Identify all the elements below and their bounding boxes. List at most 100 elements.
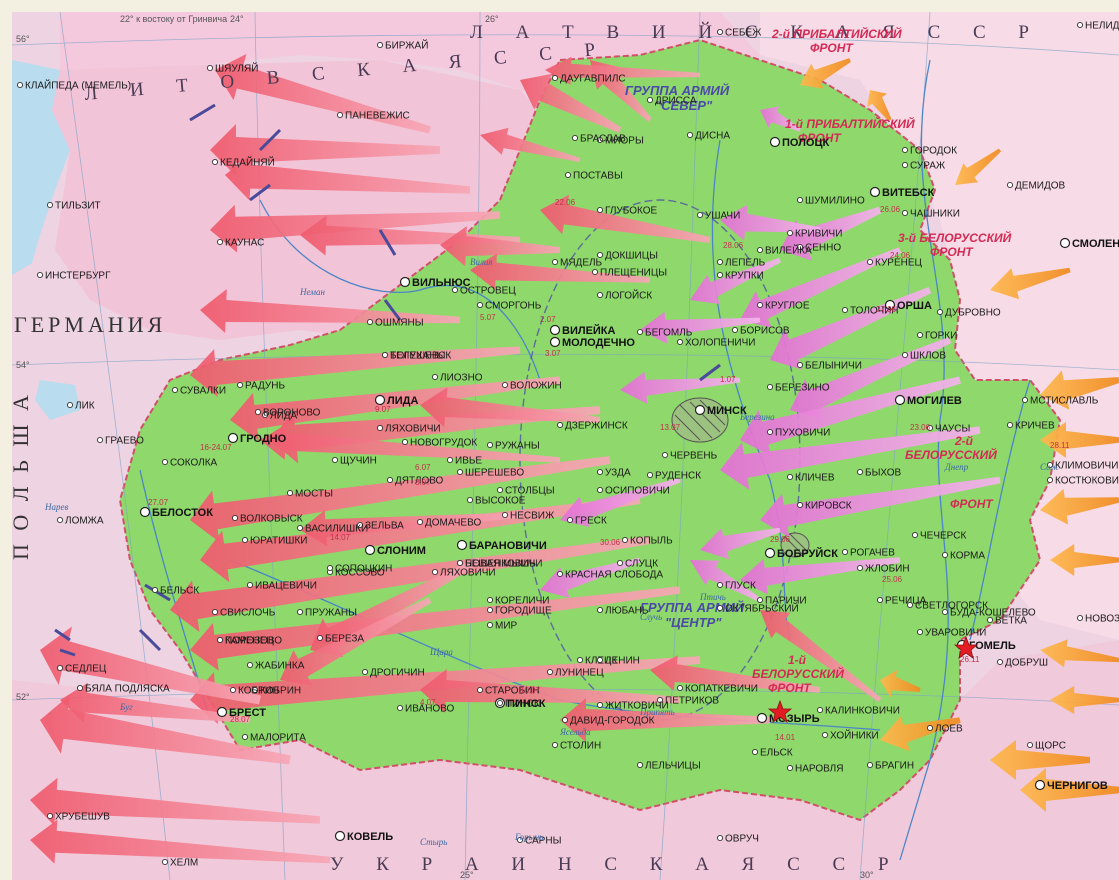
city-marker-minor [796, 243, 804, 251]
city-label: СУРАЖ [910, 161, 946, 172]
river-label: Березина [739, 412, 775, 422]
baltic-sea [12, 60, 70, 275]
army-group-north-label: ГРУППА АРМИЙ "СЕВЕР" [625, 82, 730, 113]
svg-text:1-й: 1-й [788, 653, 807, 667]
city-label: ГОРОДИЩЕ [495, 606, 552, 617]
city-marker-minor [841, 306, 849, 314]
city-label: ВОЛКОВЫСК [240, 514, 303, 525]
germany-poland-region [12, 250, 170, 680]
city-label-major: СЛОНИМ [377, 545, 426, 557]
city-marker [216, 706, 228, 718]
red-arrow [200, 289, 461, 333]
city-marker-minor [386, 476, 394, 484]
city-marker-minor [56, 516, 64, 524]
red-arrow [170, 536, 651, 632]
city-label: ОВРУЧ [725, 834, 759, 845]
minsk-pocket [671, 397, 729, 443]
city-marker-minor [676, 684, 684, 692]
city-marker-minor [596, 468, 604, 476]
city-label: БОГУШЕВСК [390, 351, 451, 362]
city-marker [1059, 237, 1071, 249]
city-label: МАЛОРИТА [250, 733, 306, 744]
liberation-date: 27.07 [148, 498, 169, 507]
city-label: КРУПКИ [725, 271, 764, 282]
city-marker-minor [496, 486, 504, 494]
city-marker-minor [254, 408, 262, 416]
city-label: ДРИССА [655, 96, 697, 107]
red-arrow [190, 586, 681, 671]
svg-text:1-й ПРИБАЛТИЙСКИЙ: 1-й ПРИБАЛТИЙСКИЙ [785, 115, 915, 131]
city-marker-minor [596, 136, 604, 144]
german-counterattack-arrows [54, 103, 721, 657]
city-label: ЛЕЛЬЧИЦЫ [645, 761, 701, 772]
svg-text:БЕЛОРУССКИЙ: БЕЛОРУССКИЙ [752, 665, 844, 681]
city-label: ХЕЛМ [170, 858, 198, 869]
city-label: ДЕМИДОВ [1015, 181, 1066, 192]
city-label: КОРМА [950, 551, 985, 562]
liberation-date: 28.06 [723, 241, 744, 250]
city-marker-minor [551, 74, 559, 82]
city-label: ВОРОНОВО [263, 408, 321, 419]
city-marker-minor [756, 301, 764, 309]
city-label: ПОРОЗОВО [225, 636, 282, 647]
city-label: МЯДЕЛЬ [560, 258, 603, 269]
city-marker-minor [331, 456, 339, 464]
blue-arrow [699, 363, 721, 382]
svg-text:ФРОНТ: ФРОНТ [950, 497, 994, 511]
red-arrow [260, 423, 561, 463]
orange-arrow [880, 716, 961, 752]
city-marker-minor [841, 548, 849, 556]
blue-arrow [138, 628, 162, 652]
city-marker [756, 712, 768, 724]
city-label: БЯЛА ПОДЛЯСКА [85, 684, 170, 695]
liberation-date: 13.07 [660, 423, 681, 432]
city-label: ШЯУЛЯЙ [215, 62, 258, 75]
city-marker-minor [716, 271, 724, 279]
river-label: Вилия [470, 257, 493, 267]
city-label: БЕРЕЗИНО [775, 383, 830, 394]
cities-layer: МИНСКВИТЕБСКМОГИЛЕВГОМЕЛЬБРЕСТПИНСКМОЗЫР… [16, 21, 1119, 869]
orange-arrow [1040, 639, 1119, 668]
city-label: БЕЛЬСК [160, 586, 199, 597]
city-label: ПИНСК [505, 699, 540, 710]
city-marker-minor [996, 658, 1004, 666]
city-label: КУРЕНЕЦ [875, 258, 923, 269]
city-marker-minor [336, 111, 344, 119]
city-label: НОВАЯ МЫШЬ [465, 559, 536, 570]
red-arrow [190, 456, 611, 543]
city-label: САРНЫ [525, 836, 562, 847]
city-label: ЧАШНИКИ [910, 209, 960, 220]
city-marker-minor [246, 581, 254, 589]
city-marker-minor [56, 664, 64, 672]
city-label: НЕЛИДОВО [1085, 21, 1119, 32]
city-marker-minor [901, 209, 909, 217]
city-label: КАУНАС [225, 238, 264, 249]
coord-left-54: 54° [16, 360, 30, 370]
orange-arrow [955, 148, 1002, 185]
svg-text:ГРУППА АРМИЙ: ГРУППА АРМИЙ [640, 599, 745, 615]
city-label: КЛАЙПЕДА (МЕМЕЛЬ) [25, 79, 131, 92]
city-marker-minor [596, 206, 604, 214]
orange-arrow [1050, 544, 1119, 576]
city-label: КРУГЛОЕ [765, 301, 810, 312]
pink-arrow [790, 337, 952, 420]
coord-top-24: 24° [230, 14, 244, 24]
city-label-major: ВИЛЕЙКА [562, 324, 616, 337]
pink-arrow [620, 371, 741, 404]
city-label: ДЯТЛОВО [395, 476, 444, 487]
city-label-major: МОГИЛЕВ [907, 395, 962, 407]
coord-bottom-25: 25° [460, 870, 474, 880]
army-group-center-label: ГРУППА АРМИЙ "ЦЕНТР" [640, 599, 745, 630]
red-arrow [300, 215, 521, 256]
liberation-date: 2.07 [540, 315, 556, 324]
city-marker-minor [796, 196, 804, 204]
city-label: МИР [495, 621, 518, 632]
country-germany: ГЕРМАНИЯ [14, 312, 166, 337]
pink-arrow [700, 527, 781, 560]
city-marker-minor [16, 81, 24, 89]
city-label-major: ВИТЕБСК [882, 187, 935, 199]
city-label: ГРЕСК [575, 516, 607, 527]
river-label: Сож [1040, 462, 1059, 472]
city-marker-minor [1006, 421, 1014, 429]
